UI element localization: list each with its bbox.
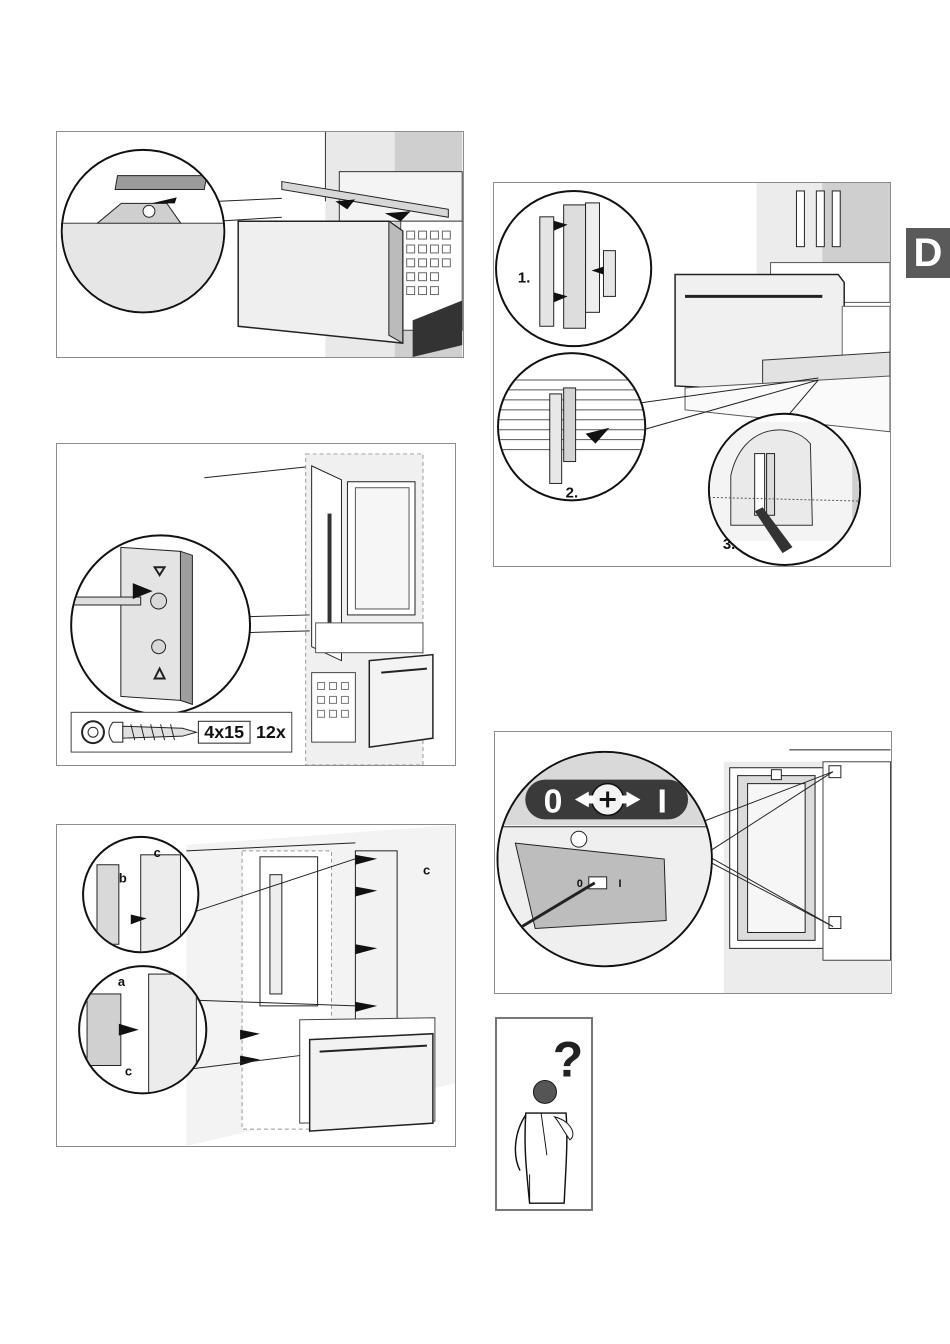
- part-min-label: 0: [577, 878, 583, 890]
- figure-panel-drawer-trim: [56, 131, 464, 358]
- label-c-bottom: c: [125, 1063, 132, 1078]
- hinge-screws-illustration: 4x15 12x: [57, 444, 455, 765]
- door-adjuster-illustration: 0 I 0 I: [495, 732, 891, 993]
- drawer-trim-illustration: [57, 132, 463, 357]
- step-2-label: 2.: [566, 484, 578, 501]
- figure-panel-help: ?: [495, 1017, 593, 1211]
- label-c-right: c: [423, 863, 430, 878]
- step-1-label: 1.: [518, 269, 530, 286]
- help-person-illustration: ?: [497, 1019, 591, 1209]
- side-strips-illustration: c c b a c: [57, 825, 455, 1146]
- section-tab-d: D: [906, 228, 950, 278]
- figure-panel-hinge-screws: 4x15 12x: [56, 443, 456, 766]
- figure-panel-plinth-steps: 1. 2. 3.: [493, 182, 891, 567]
- screw-size-label: 4x15: [204, 722, 244, 742]
- label-c-top: c: [154, 845, 161, 860]
- figure-panel-side-strips: c c b a c: [56, 824, 456, 1147]
- plinth-steps-illustration: 1. 2. 3.: [494, 183, 890, 566]
- label-b: b: [119, 871, 127, 886]
- adjuster-scale-max: I: [658, 782, 667, 820]
- adjuster-scale-min: 0: [544, 782, 563, 820]
- part-max-label: I: [619, 878, 622, 890]
- step-3-label: 3.: [723, 536, 735, 553]
- label-a: a: [118, 974, 126, 989]
- figure-panel-door-adjuster: 0 I 0 I: [494, 731, 892, 994]
- screw-quantity-label: 12x: [256, 722, 286, 742]
- question-mark-icon: ?: [553, 1032, 583, 1088]
